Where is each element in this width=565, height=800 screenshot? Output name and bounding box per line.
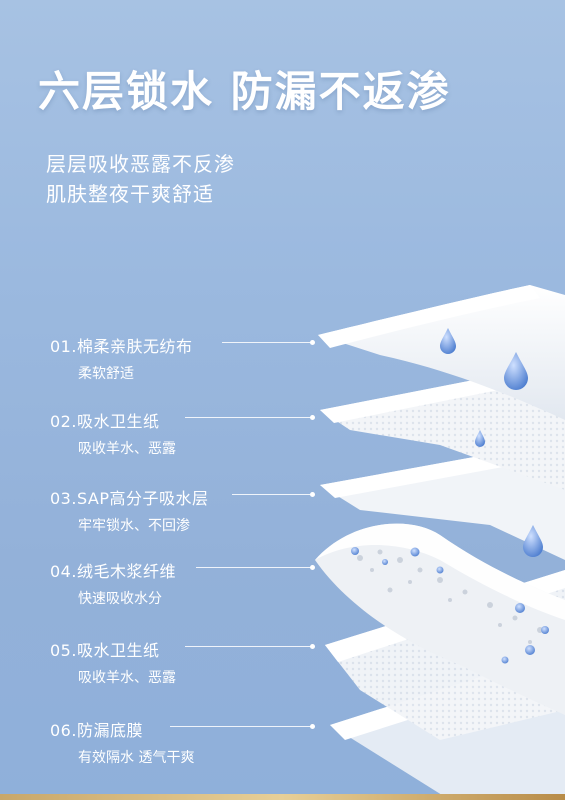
layer-2-desc: 吸收羊水、恶露 [78,441,176,457]
subtitle-line-1: 层层吸收恶露不反渗 [46,152,235,176]
layer-5-title: 05.吸水卫生纸 [50,641,160,660]
layer-2-leader [185,415,315,420]
layer-1: 01.棉柔亲肤无纺布 柔软舒适 [50,333,330,383]
layer-1-title: 01.棉柔亲肤无纺布 [50,337,193,356]
layer-4-title: 04.绒毛木浆纤维 [50,562,176,581]
gold-accent-bar [0,794,565,800]
droplet-icon [523,525,543,557]
layer-1-desc: 柔软舒适 [78,366,134,382]
layers-illustration [315,285,565,800]
layer-6-title: 06.防漏底膜 [50,721,143,740]
layer-3-leader [232,492,315,497]
layer-4-desc: 快速吸收水分 [78,591,162,607]
droplet-icon [475,430,485,447]
layer-3: 03.SAP高分子吸水层 牢牢锁水、不回渗 [50,485,330,535]
layer-3-title: 03.SAP高分子吸水层 [50,489,209,508]
layer-1-leader [222,340,315,345]
layer-4: 04.绒毛木浆纤维 快速吸收水分 [50,558,330,608]
droplet-icon [440,328,456,354]
layer-5: 05.吸水卫生纸 吸收羊水、恶露 [50,637,330,687]
layer-5-leader [185,644,315,649]
droplet-icon [504,352,528,390]
layer-2: 02.吸水卫生纸 吸收羊水、恶露 [50,408,330,458]
page-title: 六层锁水 防漏不返渗 [38,67,451,116]
layer-3-desc: 牢牢锁水、不回渗 [78,518,190,534]
layer-2-title: 02.吸水卫生纸 [50,412,160,431]
layer-4-leader [196,565,315,570]
layer-4-sheet [315,523,565,715]
layer-6: 06.防漏底膜 有效隔水 透气干爽 [50,717,330,767]
layer-1-sheet [318,285,565,420]
subtitle-line-2: 肌肤整夜干爽舒适 [46,182,214,206]
layer-6-desc: 有效隔水 透气干爽 [78,750,195,766]
layer-5-desc: 吸收羊水、恶露 [78,670,176,686]
layer-6-leader [170,724,315,729]
